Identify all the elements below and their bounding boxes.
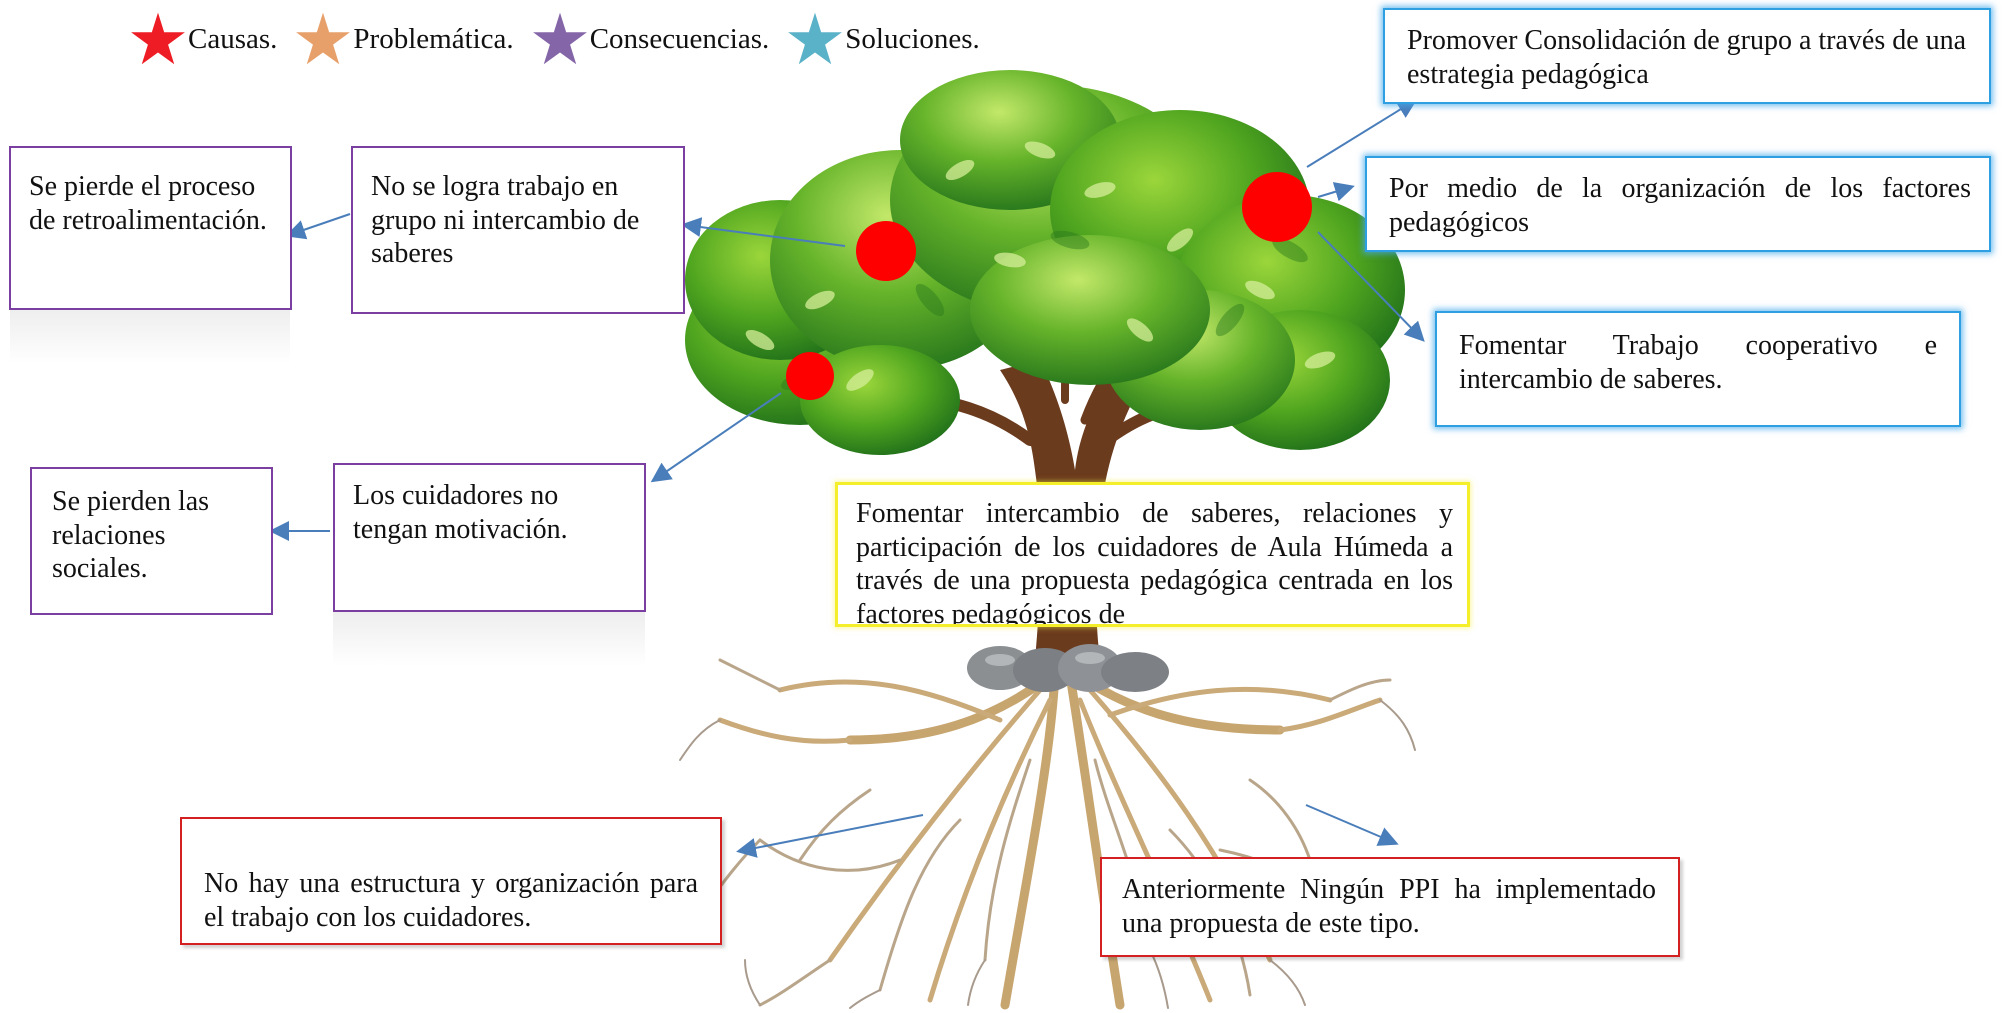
star-icon	[131, 12, 185, 65]
cause-structure-box: No hay una estructura y organización par…	[180, 817, 722, 945]
legend-item-soluciones: Soluciones.	[787, 11, 980, 67]
tree-illustration	[685, 70, 1405, 455]
box-reflection	[10, 310, 290, 364]
legend-item-problematica: Problemática.	[295, 11, 514, 67]
problem-group-box: No se logra trabajo en grupo ni intercam…	[351, 146, 685, 314]
star-icon	[532, 12, 587, 65]
legend-label: Soluciones.	[845, 22, 980, 55]
solution-group-box: Promover Consolidación de grupo a través…	[1383, 8, 1991, 104]
star-icon	[788, 12, 843, 65]
cause-marker	[1242, 172, 1312, 242]
star-icon	[296, 12, 351, 65]
roots-illustration	[679, 658, 1416, 1010]
solution-coop-box: Fomentar Trabajo cooperativo e intercamb…	[1435, 311, 1961, 427]
rocks-illustration	[967, 644, 1169, 692]
box-reflection	[333, 612, 645, 666]
connector-arrows	[269, 98, 1425, 858]
solution-factors-box: Por medio de la organización de los fact…	[1365, 156, 1991, 252]
cause-markers	[786, 172, 1312, 400]
cause-marker	[786, 352, 834, 400]
legend-label: Causas.	[188, 22, 278, 55]
consequence-feedback-box: Se pierde el proceso de retroalimentació…	[9, 146, 292, 310]
legend-item-consecuencias: Consecuencias.	[532, 11, 770, 67]
problem-motivation-box: Los cuidadores no tengan motivación.	[333, 463, 646, 612]
cause-ppi-box: Anteriormente Ningún PPI ha implementado…	[1100, 857, 1680, 957]
legend-label: Problemática.	[353, 22, 514, 55]
cause-marker	[856, 221, 916, 281]
central-problem-box: Fomentar intercambio de saberes, relacio…	[835, 482, 1470, 627]
legend-item-causas: Causas.	[130, 11, 277, 67]
consequence-social-box: Se pierden las relaciones sociales.	[30, 467, 273, 615]
legend: Causas. Problemática. Consecuencias. Sol…	[130, 11, 998, 67]
legend-label: Consecuencias.	[589, 22, 770, 55]
